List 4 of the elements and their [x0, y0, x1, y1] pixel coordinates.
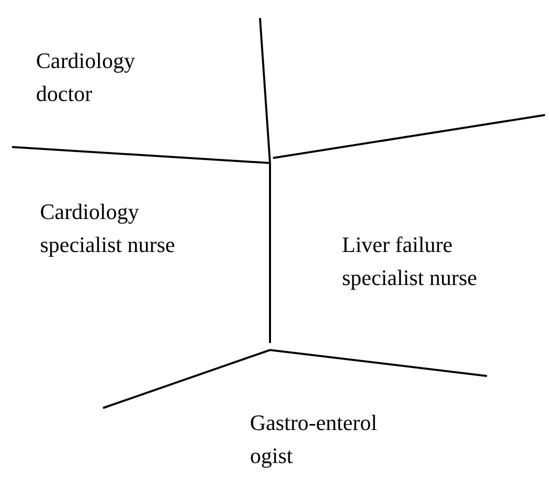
region-label: Gastro-enterol ogist: [250, 409, 378, 470]
region-label: Cardiology doctor: [36, 47, 136, 108]
region-label: Cardiology specialist nurse: [40, 198, 176, 259]
region-label: Liver failure specialist nurse: [342, 231, 478, 292]
